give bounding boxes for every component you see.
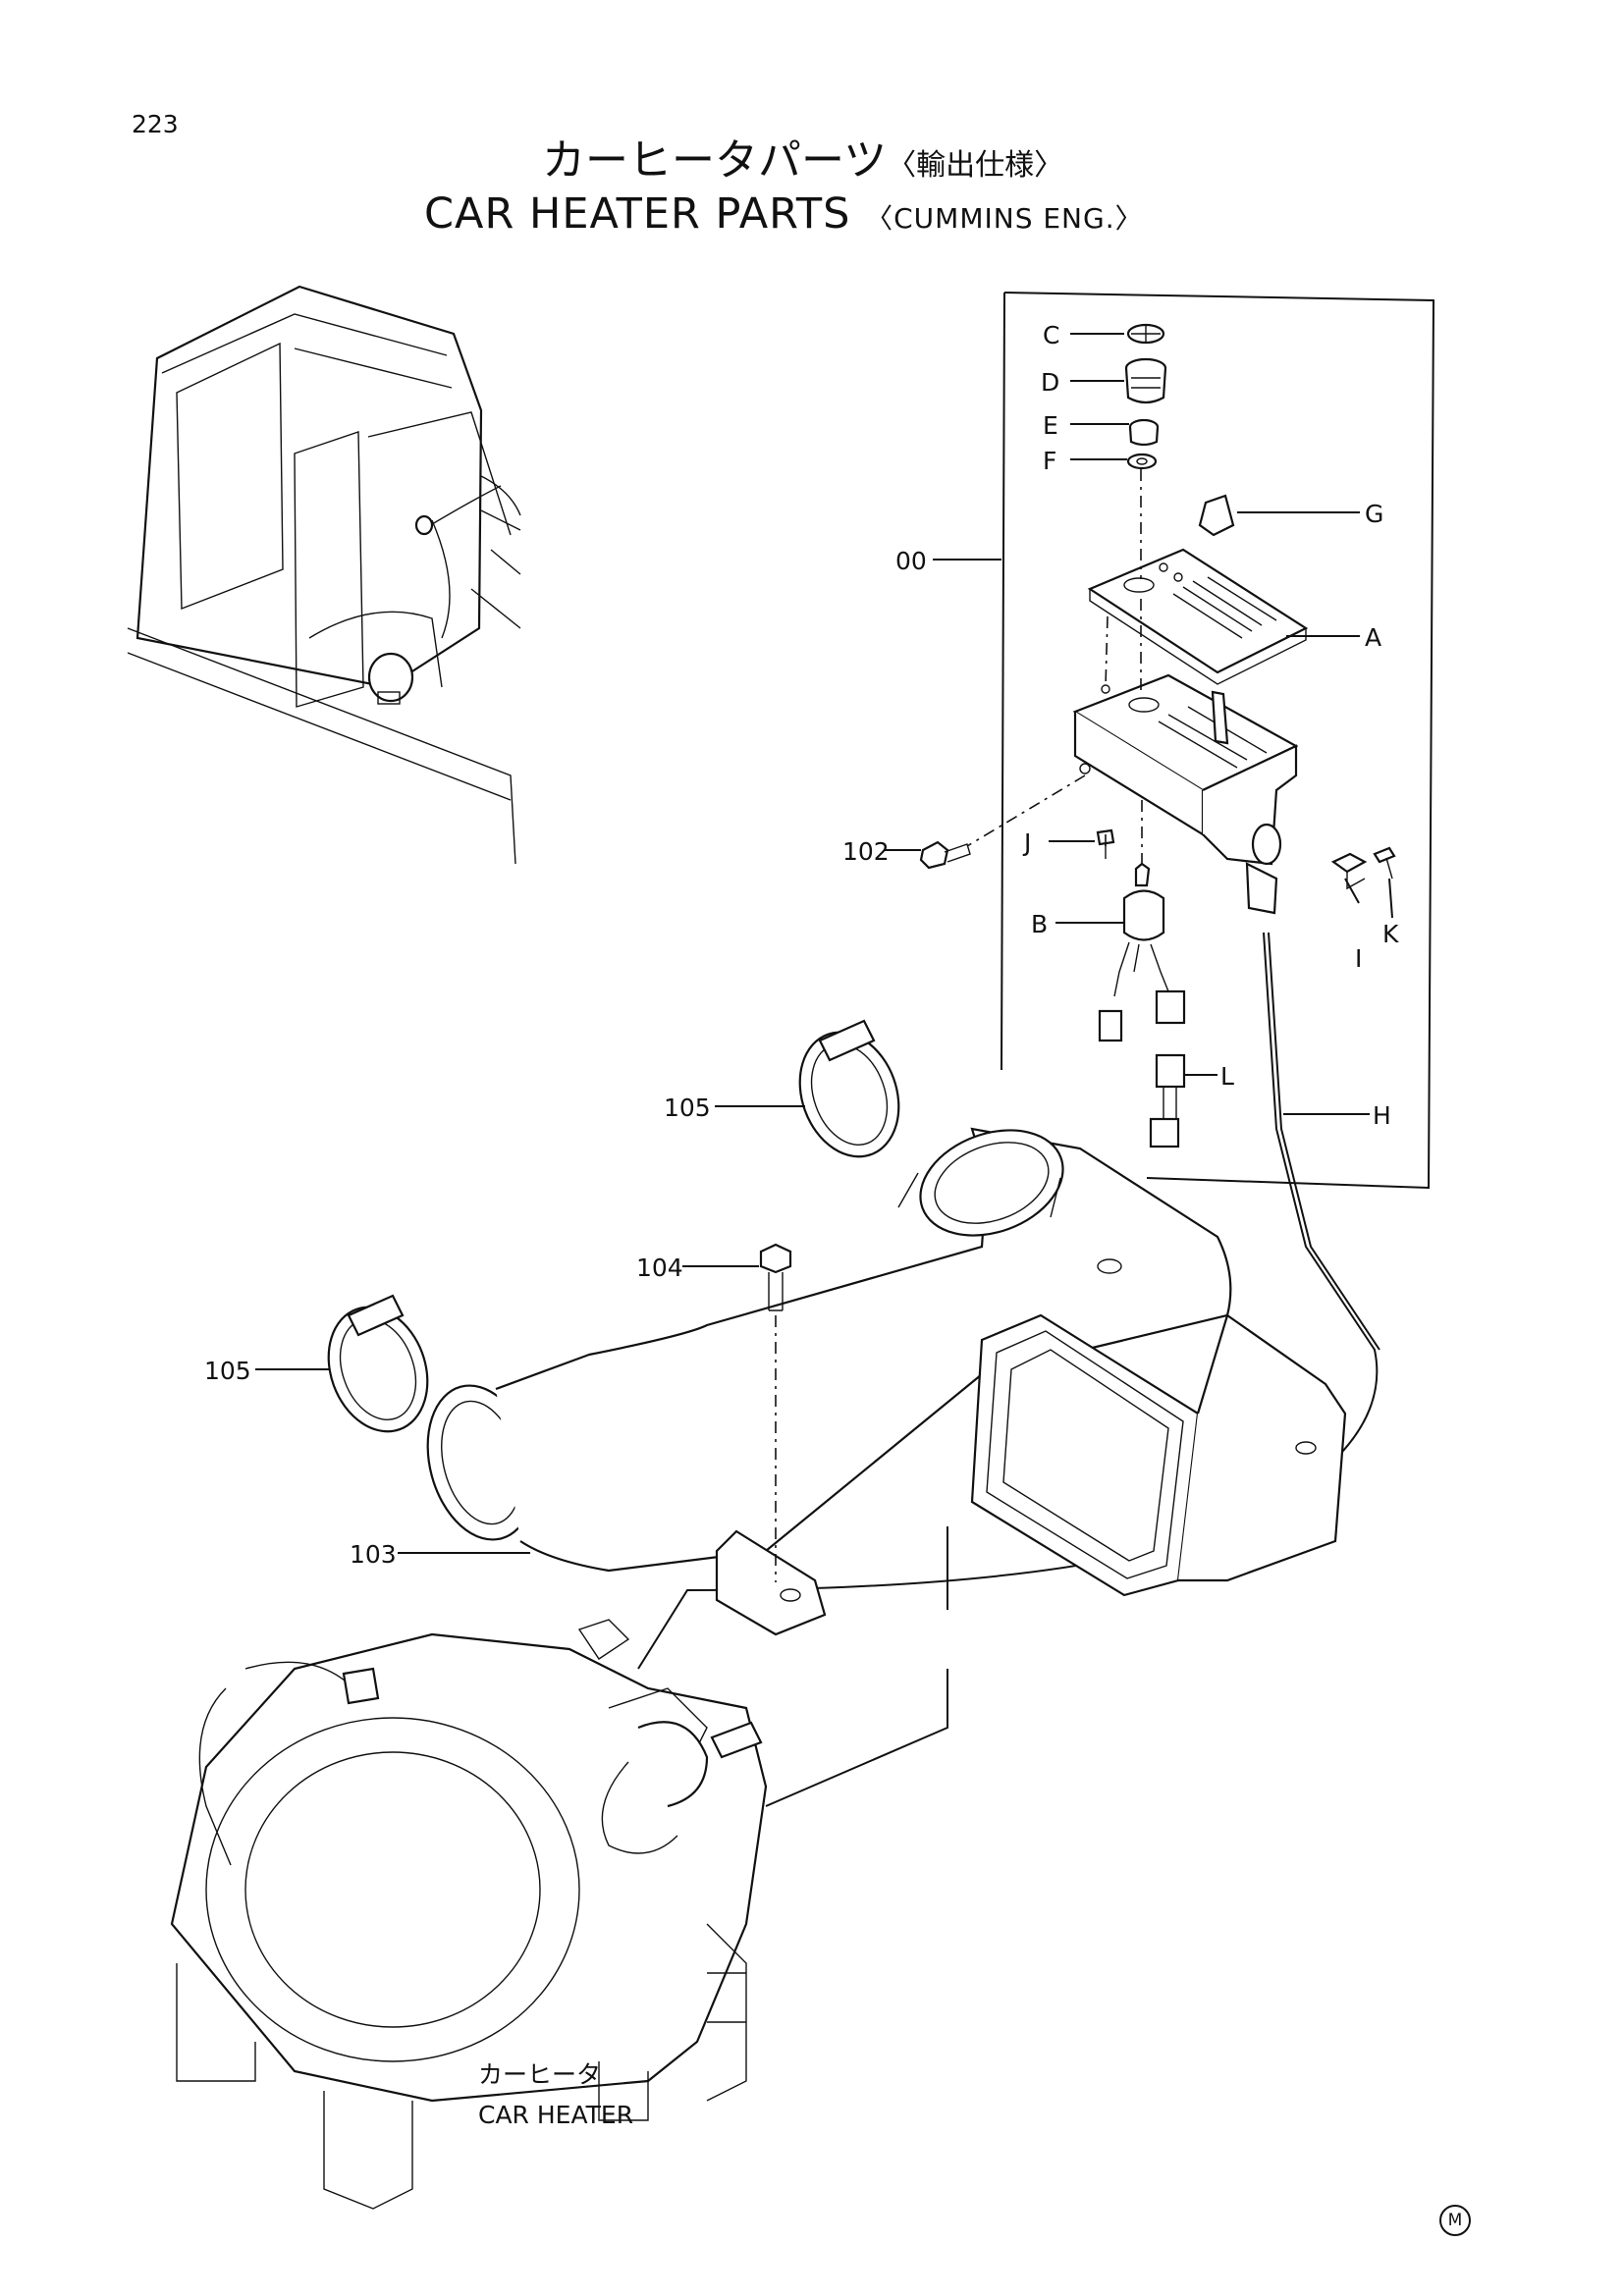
callout-103: 103 [350,1540,397,1569]
heater-label-jp: カーヒータ [478,2060,601,2089]
bolt-104 [759,1243,792,1311]
heater-label-en: CAR HEATER [478,2101,633,2129]
clamp-105-top [798,1019,900,1158]
callout-e: E [1043,411,1058,440]
title-en-spec: 〈CUMMINS ENG.〉 [865,202,1144,235]
title-jp-main: カーヒータパーツ [542,135,888,186]
callout-l: L [1220,1062,1234,1091]
callout-labels: C D E F G A 00 102 J B I K L H 105 104 1… [204,321,1399,2129]
alignment-lines [775,469,1143,1582]
callout-a: A [1365,623,1381,652]
callout-104: 104 [636,1254,683,1282]
callout-j: J [1022,828,1031,857]
page-number: 223 [132,110,179,138]
title-english: CAR HEATER PARTS 〈CUMMINS ENG.〉 [424,193,1144,236]
title-en-main: CAR HEATER PARTS [424,189,851,239]
car-heater-unit [170,1619,768,2210]
clamp-105-left [327,1294,429,1433]
cab-overview-illustration [127,285,521,865]
callout-b: B [1031,910,1048,938]
callout-c: C [1043,321,1059,349]
callout-k: K [1382,920,1399,948]
title-jp-spec: 〈輸出仕様〉 [887,148,1064,183]
callout-g: G [1365,500,1383,528]
callout-h: H [1373,1101,1391,1130]
callout-00: 00 [895,547,927,575]
title-japanese: カーヒータパーツ〈輸出仕様〉 [542,139,1063,183]
leader-lines [255,333,1393,1807]
callout-105-left: 105 [204,1357,251,1385]
assembly-frame [1003,292,1435,1190]
control-panel-parts [919,323,1396,1148]
callout-105-top: 105 [664,1094,711,1122]
callout-f: F [1043,447,1056,475]
callout-102: 102 [842,837,890,866]
callout-i: I [1355,944,1362,973]
duct-103 [426,1127,1232,1636]
corner-mark: M [1439,2205,1471,2236]
callout-d: D [1041,368,1059,397]
heater-outlet-box [970,1313,1347,1597]
assembly-frame-left [1001,292,1005,1071]
